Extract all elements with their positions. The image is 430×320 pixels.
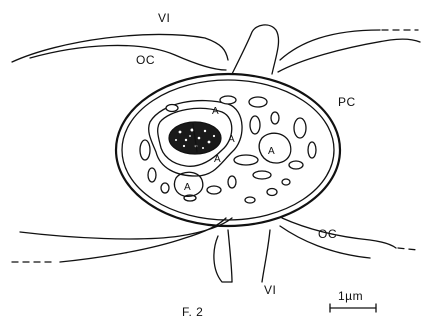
outer-cell-bottom-left [20,218,232,239]
outer-cell-top-right [278,39,420,72]
label-a-2: A [228,134,235,145]
central-process-bottom [228,230,270,282]
central-process-top [232,25,279,74]
label-oc-bottom: OC [318,227,337,241]
label-a-4: A [268,146,275,157]
label-vi-top: VI [158,11,170,25]
figure-number: F. 2 [182,305,203,319]
outer-sheath-bottom-right-dash [398,248,418,250]
label-pc: PC [338,95,356,109]
outer-cell-top-left [30,45,226,70]
outer-sheath-top-left [12,34,228,62]
outer-sheath-bottom-right [282,218,396,248]
label-vi-bottom: VI [264,283,276,297]
label-a-1: A [212,106,219,117]
scale-bar-label: 1µm [338,289,363,303]
label-a-3: A [214,154,221,165]
label-oc-top: OC [136,53,155,67]
organelles [140,96,316,203]
granule-right [259,133,291,163]
label-a-5: A [184,182,191,193]
